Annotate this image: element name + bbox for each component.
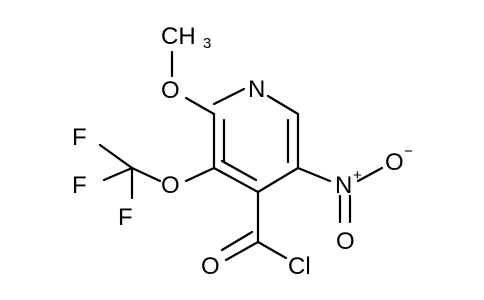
bond-c5-nnitro	[296, 166, 332, 183]
bond-ccarbonyl-o-double	[220, 230, 254, 252]
nitro-o-charge: −	[404, 143, 413, 160]
bond-c2-n	[212, 87, 246, 106]
bond-c2-omethoxy	[184, 96, 216, 116]
bond-ccarbonyl-o	[224, 240, 260, 262]
bond-c4-c3	[212, 166, 260, 194]
methoxy-o-label: O	[161, 77, 180, 104]
nitro-n-label: N	[335, 172, 352, 199]
bond-cf3-f1	[98, 143, 134, 170]
bond-c4-c3-double	[220, 159, 258, 182]
f1-label: F	[72, 124, 87, 151]
bond-oether-cf3	[130, 166, 162, 183]
carbonyl-o-label: O	[201, 253, 220, 280]
nitro-o-bottom-label: O	[336, 228, 355, 255]
nitro-n-charge: +	[353, 167, 362, 184]
ring-n-label: N	[248, 76, 265, 103]
bond-n-c6	[266, 94, 300, 116]
f2-label: F	[72, 172, 87, 199]
methyl-label: CH	[161, 23, 196, 50]
bond-nnitro-otop	[356, 166, 384, 183]
bond-c3-oether	[184, 166, 216, 183]
nitro-o-top-label: O	[385, 149, 404, 176]
bond-ccarbonyl-cl	[256, 240, 288, 260]
bond-cf3-f2	[102, 166, 134, 182]
ether-o-label: O	[161, 172, 180, 199]
chlorine-label: Cl	[288, 253, 311, 280]
f3-label: F	[118, 204, 133, 231]
methyl-subscript: 3	[203, 35, 211, 52]
bond-c5-c4	[256, 166, 300, 194]
